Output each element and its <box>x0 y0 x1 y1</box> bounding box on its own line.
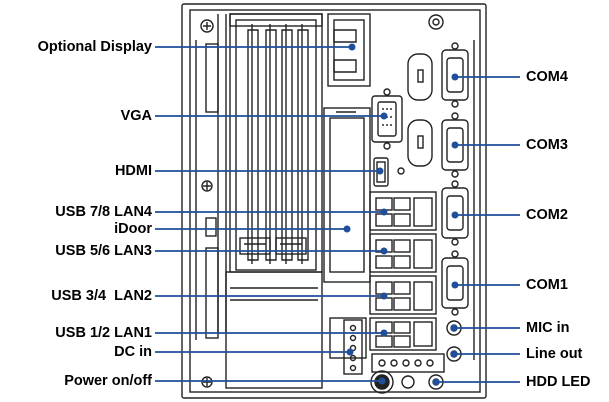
label-com3: COM3 <box>526 137 568 153</box>
com4-port-icon <box>441 42 469 108</box>
label-hdmi: HDMI <box>114 163 152 179</box>
idoor-module <box>323 107 371 283</box>
chassis-outline <box>181 3 487 399</box>
label-com4: COM4 <box>526 69 568 85</box>
label-com2: COM2 <box>526 207 568 223</box>
label-hdd-led: HDD LED <box>526 374 591 390</box>
mount-screw-icon <box>201 376 213 388</box>
antenna-connector-icon <box>428 14 444 30</box>
usb-lan3-stack-icon <box>369 233 437 273</box>
chassis-inner-outline <box>189 9 481 393</box>
dc-in-terminal-icon <box>329 317 367 375</box>
label-power-onoff: Power on/off <box>64 373 152 389</box>
label-usb56-lan3: USB 5/6 LAN3 <box>55 243 152 259</box>
label-line-out: Line out <box>526 346 583 362</box>
com2-port-icon <box>441 180 469 246</box>
vga-port-icon <box>371 88 403 150</box>
label-usb34-lan2: USB 3/4 LAN2 <box>51 288 152 304</box>
usb-lan2-stack-icon <box>369 275 437 315</box>
usb-lan4-stack-icon <box>369 191 437 231</box>
label-vga: VGA <box>120 108 152 124</box>
mount-screw-icon <box>200 19 214 33</box>
label-idoor: iDoor <box>114 221 152 237</box>
optional-display-bay <box>327 13 371 87</box>
led-indicator-row <box>371 353 445 373</box>
mount-screw-icon <box>201 180 213 192</box>
com1-port-icon <box>441 250 469 316</box>
label-dc-in: DC in <box>114 344 152 360</box>
label-usb12-lan1: USB 1/2 LAN1 <box>55 325 152 341</box>
label-mic-in: MIC in <box>526 320 570 336</box>
label-com1: COM1 <box>526 277 568 293</box>
usb-lan1-stack-icon <box>369 317 437 351</box>
label-usb78-lan4: USB 7/8 LAN4 <box>55 204 152 220</box>
label-optional-display: Optional Display <box>37 39 152 55</box>
